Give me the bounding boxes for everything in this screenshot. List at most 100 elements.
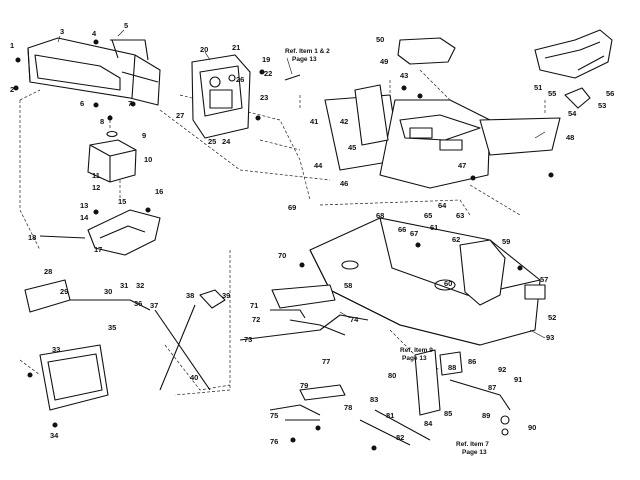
callout-54: 54 [568,109,577,118]
callout-28: 28 [44,267,52,276]
callout-26: 26 [236,75,244,84]
callout-43: 43 [400,71,408,80]
callout-57: 57 [540,275,548,284]
callout-89: 89 [482,411,490,420]
callout-7: 7 [128,99,132,108]
callout-58: 58 [344,281,352,290]
callout-30: 30 [104,287,112,296]
callout-86: 86 [468,357,476,366]
callout-64: 64 [438,201,447,210]
callout-56: 56 [606,89,614,98]
axle-assembly [239,284,369,341]
callout-50: 50 [376,35,384,44]
callout-41: 41 [310,117,318,126]
callout-75: 75 [270,411,278,420]
callout-24: 24 [222,137,231,146]
callout-49: 49 [380,57,388,66]
callout-1: 1 [10,41,14,50]
brake-linkage [269,349,511,446]
callout-92: 92 [498,365,506,374]
callout-53: 53 [598,101,606,110]
callout-15: 15 [118,197,126,206]
callout-68: 68 [376,211,384,220]
callout-46: 46 [340,179,348,188]
callout-29: 29 [60,287,68,296]
callout-91: 91 [514,375,522,384]
callout-16: 16 [155,187,163,196]
callout-87: 87 [488,383,496,392]
callout-76: 76 [270,437,278,446]
callout-13: 13 [80,201,88,210]
callout-83: 83 [370,395,378,404]
callout-2: 2 [10,85,14,94]
callout-37: 37 [150,301,158,310]
callout-44: 44 [314,161,323,170]
leader-lines [57,29,546,339]
callout-51: 51 [534,83,542,92]
note-ref-items-1-2: Ref. Item 1 & 2 [285,48,330,55]
callout-40: 40 [190,373,198,382]
callout-85: 85 [444,409,452,418]
tank-bracket [39,209,161,256]
callout-62: 62 [452,235,460,244]
callout-5: 5 [124,21,128,30]
note-ref-item-9-page: Page 13 [402,355,427,362]
callout-18: 18 [28,233,36,242]
reference-notes: Ref. Item 1 & 2 Page 13 Ref. Item 9 Page… [285,48,489,456]
callout-27: 27 [176,111,184,120]
callout-9: 9 [142,131,146,140]
callout-73: 73 [244,335,252,344]
callout-52: 52 [548,313,556,322]
callout-93: 93 [546,333,554,342]
callout-35: 35 [108,323,116,332]
callout-59: 59 [502,237,510,246]
callout-82: 82 [396,433,404,442]
callout-48: 48 [566,133,574,142]
callout-3: 3 [60,27,64,36]
callout-22: 22 [264,69,272,78]
callout-63: 63 [456,211,464,220]
callout-60: 60 [444,279,452,288]
callout-10: 10 [144,155,152,164]
callout-6: 6 [80,99,84,108]
callout-66: 66 [398,225,406,234]
callout-84: 84 [424,419,433,428]
callout-69: 69 [288,203,296,212]
callout-45: 45 [348,143,356,152]
dash-panel [27,37,161,106]
callout-47: 47 [458,161,466,170]
callout-11: 11 [92,171,100,180]
callout-8: 8 [100,117,104,126]
callout-80: 80 [388,371,396,380]
callout-20: 20 [200,45,208,54]
callout-74: 74 [350,315,359,324]
part-number-callouts: 1 2 3 4 5 6 7 8 9 10 11 12 13 14 15 16 1… [10,21,614,446]
callout-72: 72 [252,315,260,324]
seat [534,29,613,109]
callout-77: 77 [322,357,330,366]
callout-17: 17 [94,245,102,254]
front-grille [24,279,226,411]
callout-12: 12 [92,183,100,192]
callout-38: 38 [186,291,194,300]
callout-67: 67 [410,229,418,238]
callout-79: 79 [300,381,308,390]
note-ref-item-7: Ref. Item 7 [456,441,489,448]
callout-88: 88 [448,363,456,372]
hardware [13,39,554,451]
main-frame [309,217,546,346]
callout-21: 21 [232,43,240,52]
note-ref-item-7-page: Page 13 [462,449,487,456]
callout-81: 81 [386,411,394,420]
callout-78: 78 [344,403,352,412]
callout-19: 19 [262,55,270,64]
callout-32: 32 [136,281,144,290]
callout-23: 23 [260,93,268,102]
callout-36: 36 [134,299,142,308]
callout-90: 90 [528,423,536,432]
fuel-tank [87,130,137,183]
callout-14: 14 [80,213,89,222]
callout-61: 61 [430,223,438,232]
callout-39: 39 [222,291,230,300]
